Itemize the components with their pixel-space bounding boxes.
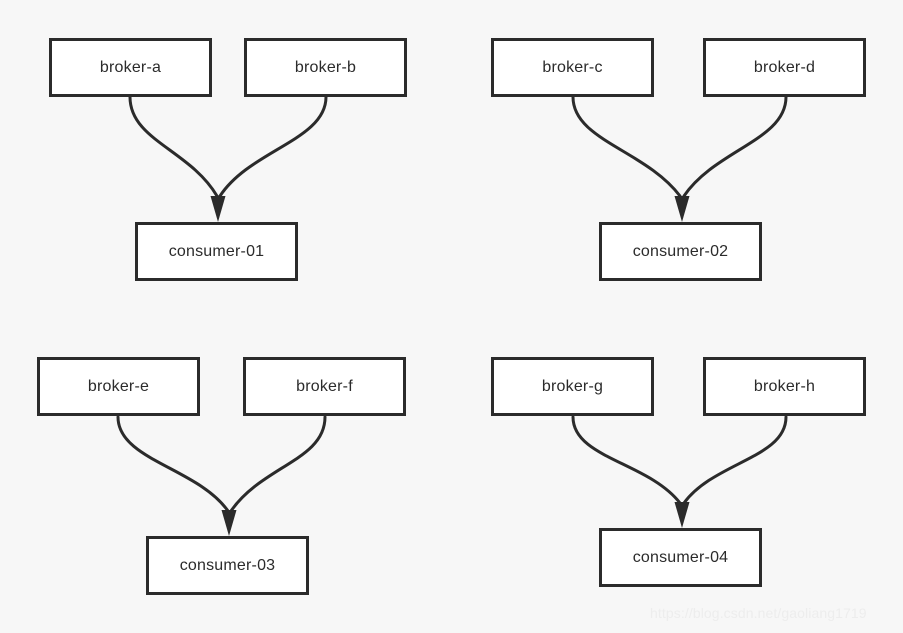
- edge-broker-e-to-consumer-03: [116, 415, 230, 513]
- edge-broker-a-to-consumer-01: [128, 95, 219, 198]
- edge-broker-c-to-consumer-02: [571, 95, 682, 198]
- arrowhead-icon-consumer-04: [674, 502, 690, 528]
- edge-broker-d-to-consumer-02: [682, 95, 788, 198]
- node-consumer-01[interactable]: consumer-01: [135, 222, 298, 281]
- node-consumer-04[interactable]: consumer-04: [599, 528, 762, 587]
- watermark-text: https://blog.csdn.net/gaoliang1719: [650, 605, 867, 621]
- edge-broker-h-to-consumer-04: [682, 415, 788, 505]
- node-label-consumer-04: consumer-04: [632, 548, 729, 566]
- node-broker-b[interactable]: broker-b: [244, 38, 407, 97]
- node-label-consumer-01: consumer-01: [168, 242, 265, 260]
- node-broker-g[interactable]: broker-g: [491, 357, 654, 416]
- node-broker-e[interactable]: broker-e: [37, 357, 200, 416]
- node-label-consumer-02: consumer-02: [632, 242, 729, 260]
- node-label-broker-d: broker-d: [753, 58, 816, 76]
- node-consumer-02[interactable]: consumer-02: [599, 222, 762, 281]
- node-label-broker-h: broker-h: [753, 377, 816, 395]
- edge-broker-f-to-consumer-03: [229, 415, 327, 513]
- node-broker-c[interactable]: broker-c: [491, 38, 654, 97]
- node-label-broker-b: broker-b: [294, 58, 357, 76]
- edge-broker-g-to-consumer-04: [571, 415, 682, 505]
- node-label-broker-f: broker-f: [296, 377, 353, 395]
- node-broker-f[interactable]: broker-f: [243, 357, 406, 416]
- edge-broker-b-to-consumer-01: [218, 95, 328, 198]
- node-label-broker-g: broker-g: [541, 377, 604, 395]
- arrowhead-icon-consumer-01: [210, 196, 226, 222]
- node-label-broker-e: broker-e: [87, 377, 150, 395]
- node-label-consumer-03: consumer-03: [179, 556, 276, 574]
- node-broker-d[interactable]: broker-d: [703, 38, 866, 97]
- node-broker-h[interactable]: broker-h: [703, 357, 866, 416]
- node-label-broker-a: broker-a: [99, 58, 162, 76]
- node-consumer-03[interactable]: consumer-03: [146, 536, 309, 595]
- node-broker-a[interactable]: broker-a: [49, 38, 212, 97]
- arrowhead-icon-consumer-02: [674, 196, 690, 222]
- node-label-broker-c: broker-c: [542, 58, 603, 76]
- arrowhead-icon-consumer-03: [221, 510, 237, 536]
